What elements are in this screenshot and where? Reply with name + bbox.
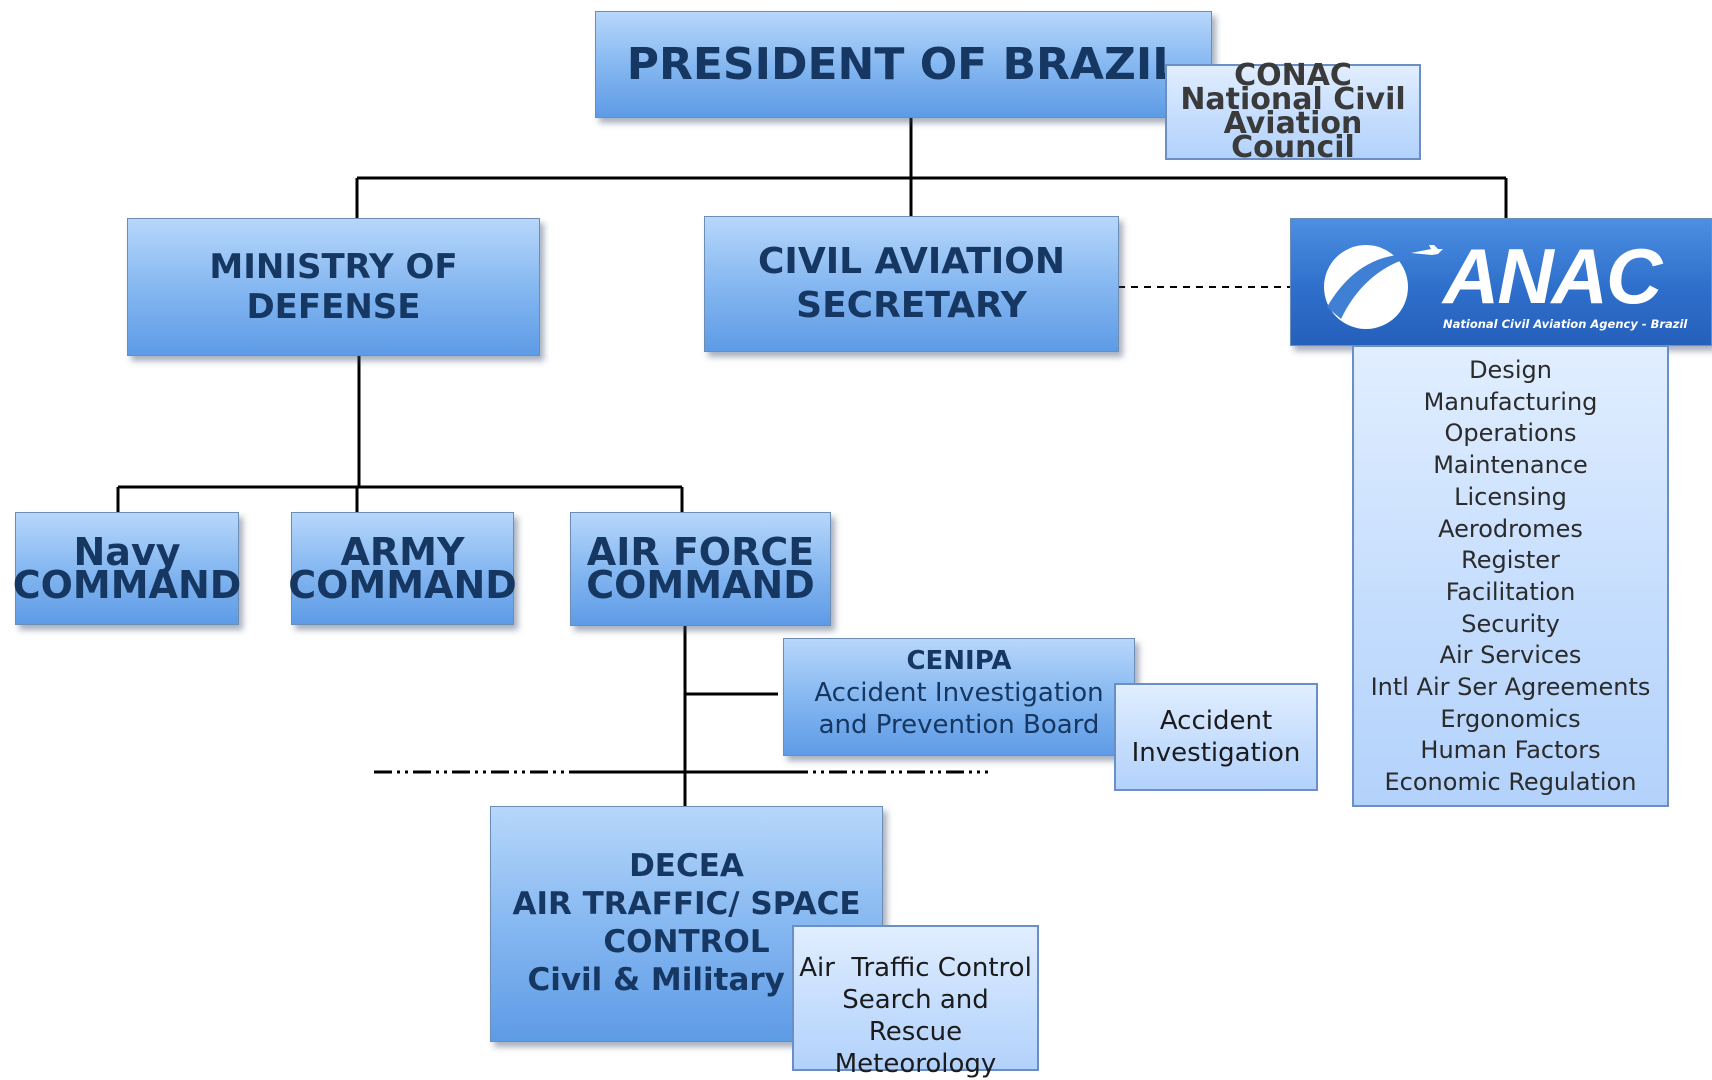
cenipa-box: CENIPA Accident Investigation and Preven… [783,638,1135,756]
anac-function: Aerodromes [1438,514,1583,543]
anac-logo-icon [1324,245,1443,329]
navy-command-box: Navy COMMAND [12,512,242,625]
air-force-command-box: AIR FORCE COMMAND [570,512,831,626]
anac-function: Human Factors [1420,736,1601,765]
president-label: PRESIDENT OF BRAZIL [626,39,1181,90]
president-box: PRESIDENT OF BRAZIL [595,11,1212,118]
anac-function: Intl Air Ser Agreements [1370,673,1651,702]
cenipa-line1: Accident Investigation [814,678,1104,708]
accident-line2: Investigation [1131,738,1301,768]
decea-function-line1: Air Traffic Control [799,953,1032,983]
anac-function: Ergonomics [1440,704,1581,733]
navy-line2: COMMAND [12,562,242,607]
anac-function: Maintenance [1433,451,1588,480]
accident-line1: Accident [1159,706,1273,736]
decea-function-line2: Search and Rescue [842,985,989,1047]
army-command-box: ARMY COMMAND [288,512,517,625]
anac-functions-box: Design Manufacturing Operations Maintena… [1352,345,1669,807]
anac-logo-box: ANAC National Civil Aviation Agency - Br… [1290,218,1712,346]
decea-functions-box: Air Traffic Control Search and Rescue Me… [792,925,1039,1079]
army-line2: COMMAND [288,562,517,607]
decea-line3: CONTROL [603,924,770,960]
anac-tagline: National Civil Aviation Agency - Brazil [1443,317,1688,331]
anac-function: Security [1461,609,1560,638]
decea-title: DECEA [629,848,744,884]
anac-function: Operations [1444,419,1577,448]
cenipa-title: CENIPA [906,646,1012,676]
anac-function: Design [1469,356,1552,384]
decea-box: DECEA AIR TRAFFIC/ SPACE CONTROL Civil &… [490,806,883,1042]
navy-line1: Navy [73,529,181,574]
army-line1: ARMY [340,529,465,574]
anac-function: Manufacturing [1423,387,1598,416]
anac-function: Facilitation [1445,577,1576,606]
conac-name-line1: National Civil [1180,82,1406,117]
anac-function: Economic Regulation [1384,768,1637,797]
civil-aviation-secretary-box: CIVIL AVIATION SECRETARY [704,216,1119,352]
conac-name-line2: Aviation Council [1223,106,1363,165]
anac-function: Air Services [1439,641,1582,670]
air-force-line1: AIR FORCE [586,530,815,574]
anac-logo-text: ANAC [1443,232,1662,320]
anac-function: Register [1461,546,1560,575]
ministry-of-defense-box: MINISTRY OF DEFENSE [127,218,540,356]
ministry-of-defense-label: MINISTRY OF DEFENSE [209,247,458,327]
decea-line2: AIR TRAFFIC/ SPACE [512,886,861,922]
air-force-line2: COMMAND [586,563,815,607]
civil-aviation-line1: CIVIL AVIATION [758,241,1065,282]
decea-function-line3: Meteorology [834,1049,997,1079]
cenipa-line2: and Prevention Board [818,710,1100,740]
conac-box: CONAC National Civil Aviation Council [1165,58,1421,165]
anac-function: Licensing [1454,482,1567,511]
accident-investigation-box: Accident Investigation [1114,683,1318,791]
conac-acronym: CONAC [1234,58,1352,93]
civil-aviation-line2: SECRETARY [796,285,1027,326]
